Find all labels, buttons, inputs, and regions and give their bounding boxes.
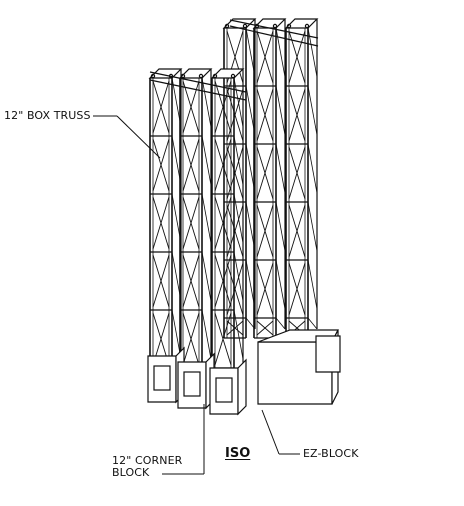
front-brace-side-1-3: [201, 251, 212, 302]
back-brace-side-2-4: [307, 259, 318, 310]
back-top-bolt-2-b: [304, 23, 310, 29]
front-brace-front-x-2-1: [214, 138, 232, 192]
back-brace-front-x-1-2: [256, 146, 274, 200]
back-brace-front-x-0-4: [226, 262, 244, 316]
front-top-bolt-2-a: [212, 73, 218, 79]
back-brace-side-2-5: [307, 317, 318, 330]
back-brace-side-1-4: [275, 259, 286, 310]
corner-block-front-1: [177, 361, 207, 409]
back-brace-front-x-2-0: [288, 30, 306, 84]
front-brace-side-1-1: [201, 135, 212, 186]
corner-block-front-0: [147, 355, 177, 403]
front-brace-front-x-0-1: [152, 138, 170, 192]
back-brace-front-x-0-5: [226, 320, 244, 336]
back-brace-front-x-0-3: [226, 204, 244, 258]
back-top-bolt-1-b: [272, 23, 278, 29]
ez-block-label: EZ-BLOCK: [303, 447, 359, 460]
back-brace-side-2-2: [307, 143, 318, 194]
corner-block-recess-2: [215, 377, 233, 403]
back-brace-side-1-2: [275, 143, 286, 194]
back-brace-side-1-3: [275, 201, 286, 252]
front-top-rail-2: [149, 79, 247, 101]
front-top-bolt-0-a: [150, 73, 156, 79]
front-top-bolt-1-b: [198, 73, 204, 79]
corner-block-label-line2: BLOCK: [112, 466, 150, 479]
front-brace-side-2-3: [233, 251, 244, 302]
front-truss-tower: [148, 68, 247, 372]
back-top-rail-2: [229, 25, 319, 47]
front-brace-front-x-0-3: [152, 254, 170, 308]
back-top-bolt-0-b: [242, 23, 248, 29]
front-brace-front-x-1-4: [182, 312, 200, 366]
corner-block-recess-1: [183, 371, 201, 397]
corner-block-recess-0: [153, 365, 171, 391]
back-brace-side-2-1: [307, 85, 318, 136]
box-truss-label: 12" BOX TRUSS: [4, 109, 91, 122]
back-brace-side-2-0: [307, 27, 318, 78]
front-brace-front-x-0-0: [152, 80, 170, 134]
back-brace-front-x-2-4: [288, 262, 306, 316]
back-top-rail-1: [229, 19, 319, 39]
front-top-cap-0: [148, 68, 183, 79]
back-brace-front-x-2-1: [288, 88, 306, 142]
front-brace-front-x-1-3: [182, 254, 200, 308]
back-top-bolt-0-a: [224, 23, 230, 29]
back-brace-side-1-5: [275, 317, 286, 330]
front-top-cap-1: [178, 68, 213, 79]
front-brace-side-2-4: [233, 309, 244, 360]
back-truss-tower: [222, 18, 319, 339]
back-brace-front-x-1-4: [256, 262, 274, 316]
back-brace-front-x-1-5: [256, 320, 274, 336]
front-brace-side-1-0: [201, 77, 212, 128]
front-brace-front-x-2-4: [214, 312, 232, 366]
back-brace-front-x-2-2: [288, 146, 306, 200]
front-brace-side-1-4: [201, 309, 212, 360]
back-brace-front-x-1-0: [256, 30, 274, 84]
front-top-rail-1: [149, 71, 247, 93]
corner-block-label-line1: 12" CORNER: [112, 454, 183, 467]
back-brace-front-x-0-1: [226, 88, 244, 142]
back-brace-front-x-0-2: [226, 146, 244, 200]
back-brace-side-2-3: [307, 201, 318, 252]
front-brace-side-2-1: [233, 135, 244, 186]
view-name-label: ISO: [225, 446, 251, 461]
front-brace-front-x-2-2: [214, 196, 232, 250]
front-brace-front-x-1-1: [182, 138, 200, 192]
corner-block-back: [315, 335, 341, 373]
front-top-bolt-2-b: [230, 73, 236, 79]
leader-lines: [93, 115, 300, 475]
corner-block-side-2: [237, 358, 247, 416]
back-brace-front-x-1-3: [256, 204, 274, 258]
front-brace-front-x-1-2: [182, 196, 200, 250]
front-top-bolt-1-a: [180, 73, 186, 79]
back-top-bolt-2-a: [286, 23, 292, 29]
front-brace-front-x-2-3: [214, 254, 232, 308]
corner-blocks: [147, 335, 341, 416]
leader-box-truss-diagonal: [116, 115, 161, 159]
back-brace-side-1-1: [275, 85, 286, 136]
back-brace-front-x-2-3: [288, 204, 306, 258]
leader-ez-block-diagonal: [261, 409, 280, 455]
back-brace-front-x-1-1: [256, 88, 274, 142]
front-brace-front-x-2-0: [214, 80, 232, 134]
front-brace-side-2-0: [233, 77, 244, 128]
corner-block-front-2: [209, 367, 239, 415]
front-brace-front-x-0-2: [152, 196, 170, 250]
front-brace-side-1-2: [201, 193, 212, 244]
back-top-cap-2: [284, 18, 319, 29]
front-top-cap-2: [210, 68, 245, 79]
front-brace-side-2-2: [233, 193, 244, 244]
back-brace-side-1-0: [275, 27, 286, 78]
